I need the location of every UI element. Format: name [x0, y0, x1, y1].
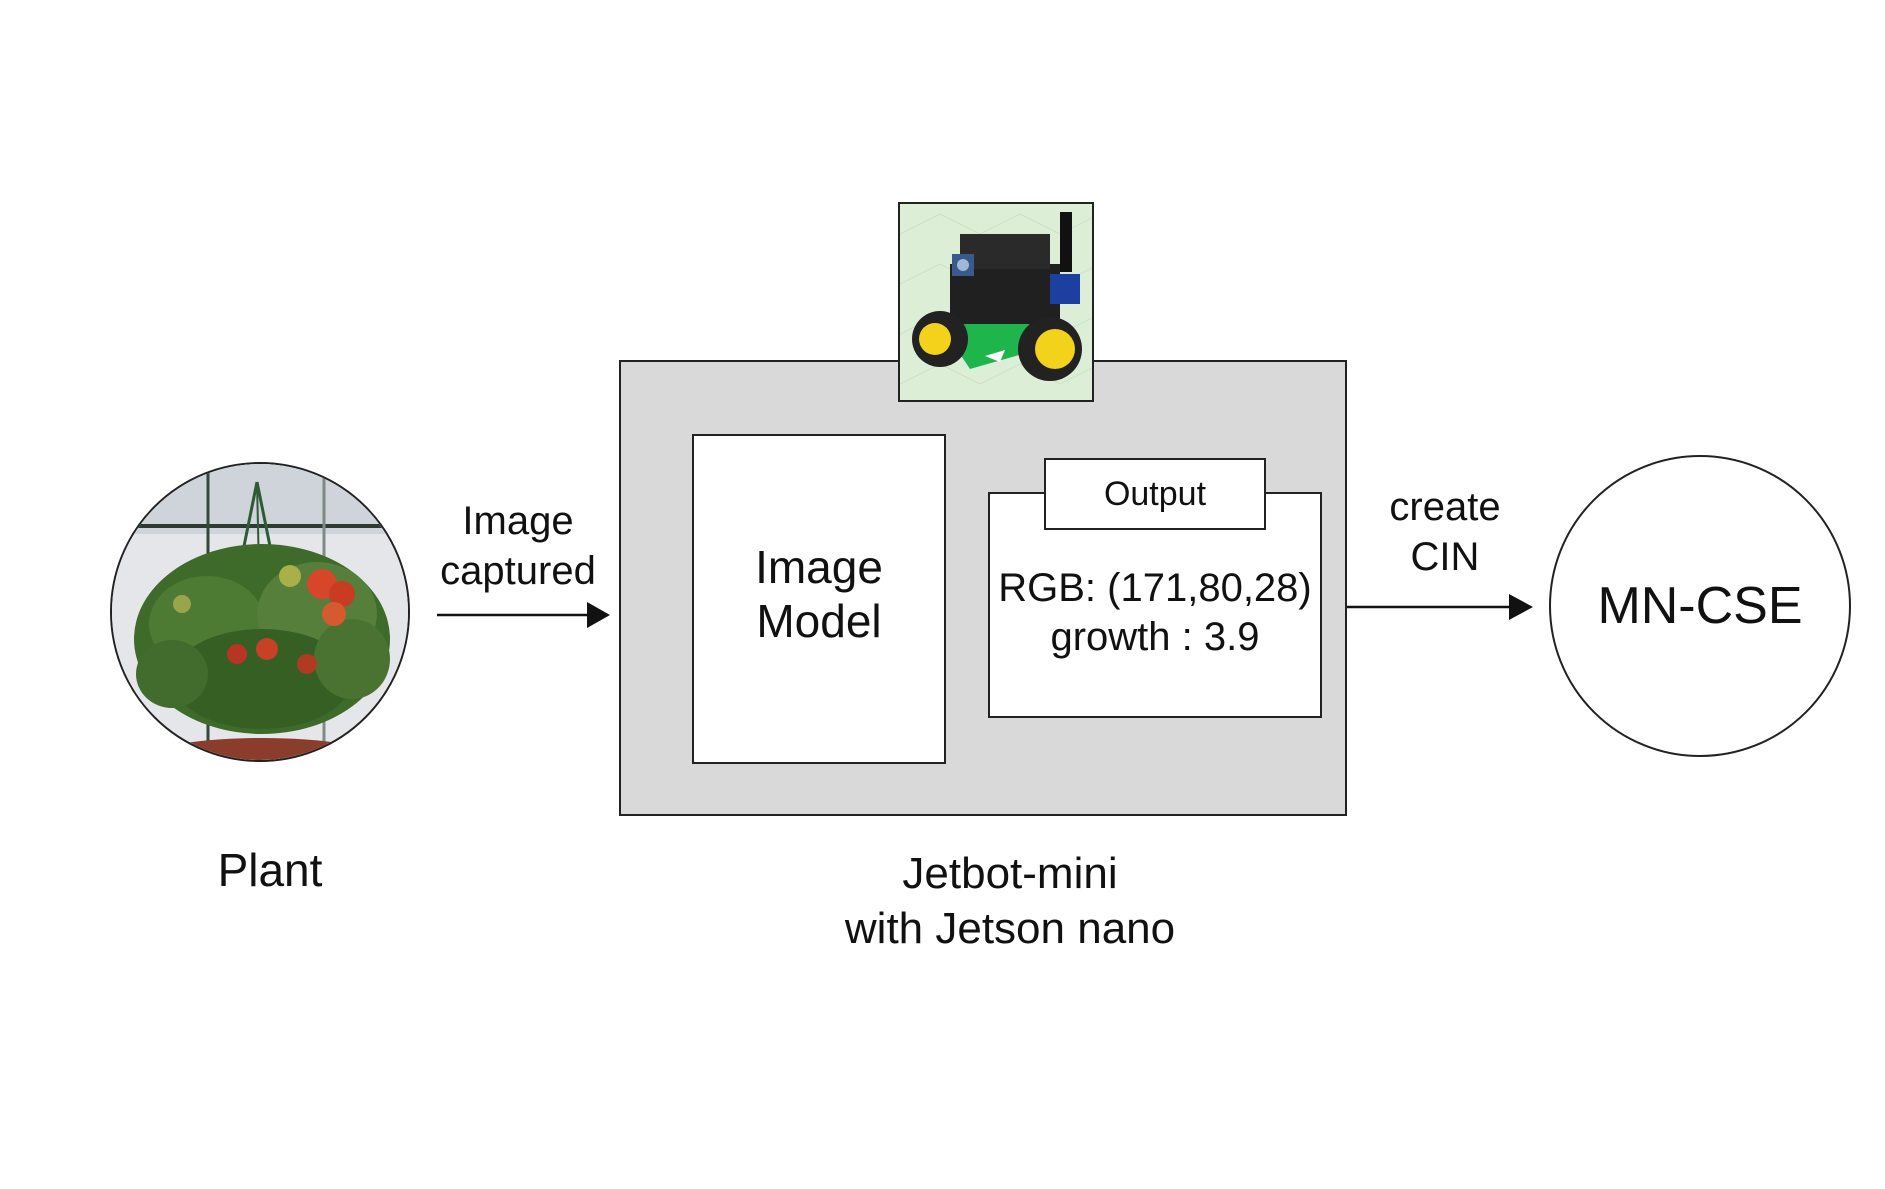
image-model-label: Image Model	[692, 540, 946, 649]
create-cin-line2: CIN	[1410, 535, 1480, 579]
image-model-box	[692, 434, 946, 764]
output-values: RGB: (171,80,28) growth : 3.9	[988, 564, 1322, 662]
image-captured-label: Image captured	[420, 496, 616, 596]
create-cin-line1: create	[1389, 485, 1501, 529]
mn-cse-label: MN-CSE	[1597, 577, 1803, 635]
mn-cse-node: MN-CSE	[1549, 455, 1851, 757]
image-captured-line1: Image	[462, 499, 574, 543]
create-cin-arrow	[1347, 594, 1533, 620]
output-rgb: RGB: (171,80,28)	[998, 566, 1312, 610]
plant-image	[112, 464, 408, 760]
capture-arrow	[437, 602, 610, 628]
create-cin-label: create CIN	[1360, 482, 1530, 582]
jetbot-caption-line1: Jetbot-mini	[902, 849, 1118, 898]
jetbot-image	[900, 204, 1092, 400]
plant-photo	[110, 462, 410, 762]
image-captured-line2: captured	[440, 549, 596, 593]
robot-photo	[898, 202, 1094, 402]
jetbot-caption-line2: with Jetson nano	[844, 904, 1176, 953]
image-model-line1: Image	[755, 541, 883, 593]
output-title: Output	[1044, 458, 1266, 530]
plant-label: Plant	[217, 844, 323, 896]
jetbot-caption: Jetbot-mini with Jetson nano	[760, 846, 1260, 956]
image-model-line2: Model	[756, 595, 882, 648]
output-growth: growth : 3.9	[1050, 614, 1260, 659]
